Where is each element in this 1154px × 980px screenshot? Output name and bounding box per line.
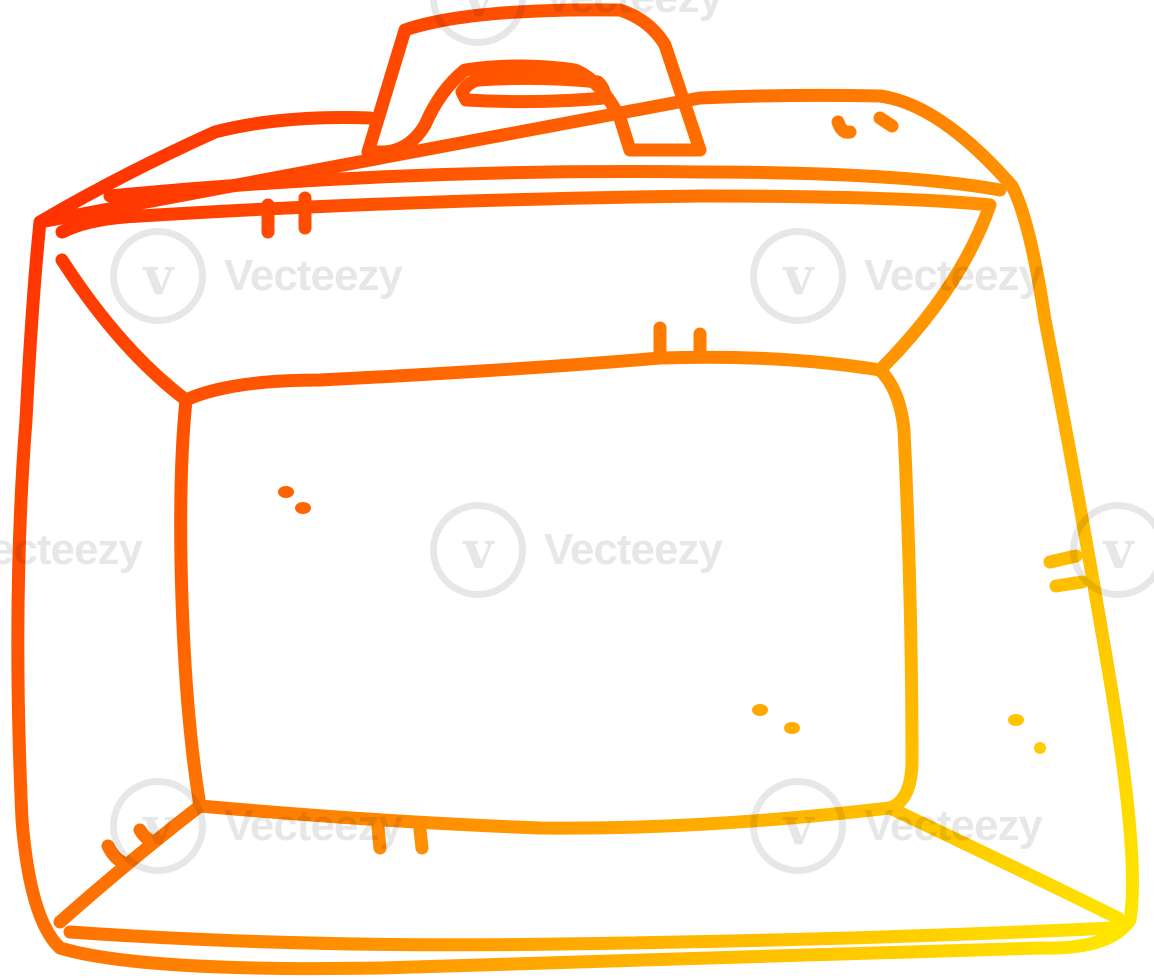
stitch-mark xyxy=(653,321,707,361)
lid-inner-edge xyxy=(55,189,997,377)
shine-dot xyxy=(1034,742,1046,754)
briefcase-front-panel xyxy=(174,350,919,835)
shine-dot xyxy=(295,502,311,514)
shine-dot xyxy=(752,704,768,716)
panel-bottom-left-fold xyxy=(53,799,207,929)
stitch-mark xyxy=(261,191,312,239)
lid-rim xyxy=(103,165,1007,203)
stitch-mark xyxy=(1043,549,1089,593)
panel-bottom-right-fold xyxy=(883,801,1125,925)
panel-bottom-edge xyxy=(63,921,1119,952)
stitch-mark xyxy=(101,823,161,869)
shine-dot xyxy=(1008,714,1024,726)
stitch-mark xyxy=(371,821,429,855)
shine-dot xyxy=(784,722,800,734)
handle-inner-grip xyxy=(455,71,611,109)
stitch-mark xyxy=(831,111,899,139)
shine-dot xyxy=(278,486,294,498)
briefcase-lid xyxy=(11,88,1139,976)
panel-left-fold xyxy=(55,253,193,407)
